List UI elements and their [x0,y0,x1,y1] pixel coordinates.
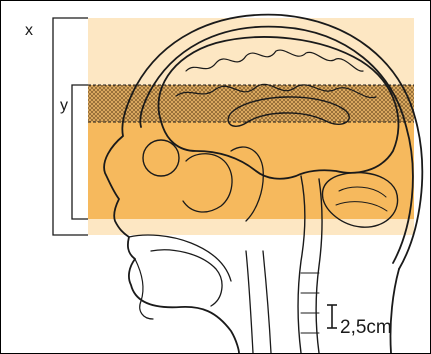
x-bracket [53,18,88,235]
scale-label: 2,5cm [340,318,392,337]
scale-bar-icon [327,305,337,328]
y-bracket [72,85,88,219]
y-band [88,121,414,219]
y-label: y [60,98,68,114]
x-label: x [25,23,33,39]
